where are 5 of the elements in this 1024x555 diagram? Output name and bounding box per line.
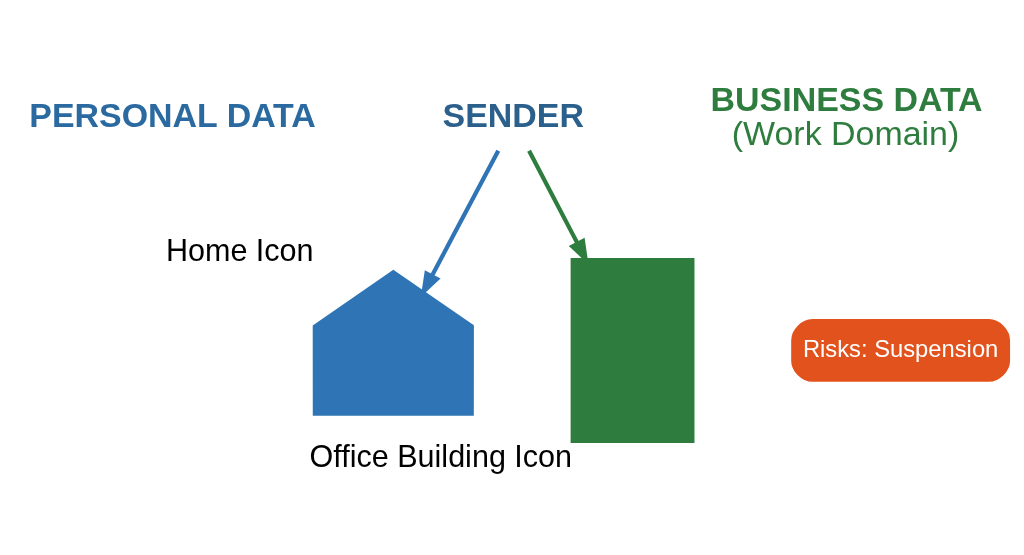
node-text: SENDER [442,95,584,134]
node-label: Home Icon [165,233,314,268]
node-text: BUSINESS DATA (Work Domain) [710,80,983,153]
node-label: Office Building Icon [309,438,572,473]
node-text: PERSONAL DATA [28,95,316,134]
